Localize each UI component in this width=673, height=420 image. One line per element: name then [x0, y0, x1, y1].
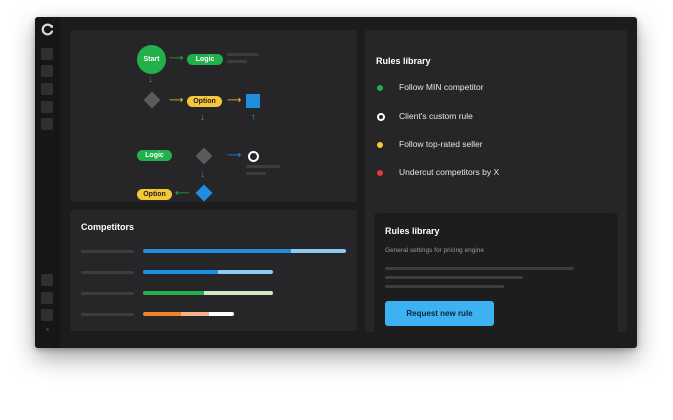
flow-decision-diamond[interactable]: [195, 147, 213, 165]
flow-decision-diamond-active[interactable]: [195, 184, 213, 202]
flow-arrow-right-icon: ⟶: [169, 53, 184, 64]
rule-flow-panel: Start ⟶ Logic ↓ ⟶ Option ⟶ ↓ ↑ Logic ⟶ ↓…: [70, 30, 357, 202]
sidebar-button-6[interactable]: [41, 274, 53, 286]
rules-library-panel: Rules library Follow MIN competitor Clie…: [365, 30, 627, 338]
flow-arrow-up-icon: ↑: [251, 112, 256, 123]
competitor-bar-segment: [143, 270, 219, 274]
flow-option-node-bottom[interactable]: Option: [137, 189, 172, 200]
competitor-price-bar: [143, 270, 273, 274]
rule-item-label: Undercut competitors by X: [399, 167, 500, 177]
rule-item-label: Follow MIN competitor: [399, 82, 484, 92]
flow-arrow-right-icon: ⟶: [169, 95, 184, 106]
competitor-bar-segment: [181, 312, 209, 316]
sidebar-indicator: [46, 328, 49, 331]
flow-placeholder-line: [227, 60, 247, 63]
white-ring-icon: [377, 113, 385, 121]
competitor-price-bar: [143, 249, 346, 253]
competitor-bar-segment: [291, 249, 346, 253]
flow-arrow-right-icon: ⟶: [227, 150, 242, 161]
rules-library-title: Rules library: [376, 56, 431, 66]
competitor-name-placeholder: [81, 292, 134, 295]
card-title: Rules library: [385, 226, 440, 236]
flow-arrow-left-icon: ⟵: [175, 188, 190, 199]
sidebar-button-8[interactable]: [41, 309, 53, 321]
flow-decision-diamond[interactable]: [143, 91, 161, 109]
flow-placeholder-line: [227, 53, 259, 56]
flow-action-square[interactable]: [246, 94, 260, 108]
app-window: Start ⟶ Logic ↓ ⟶ Option ⟶ ↓ ↑ Logic ⟶ ↓…: [35, 17, 637, 348]
rule-item-label: Follow top-rated seller: [399, 139, 483, 149]
competitor-price-bar: [143, 291, 273, 295]
competitor-bar-segment: [204, 291, 273, 295]
yellow-dot-icon: [377, 142, 383, 148]
flow-option-node-mid[interactable]: Option: [187, 96, 222, 107]
competitor-name-placeholder: [81, 313, 134, 316]
competitor-bar-segment: [143, 249, 292, 253]
flow-placeholder-line: [246, 172, 266, 175]
competitor-bar-segment: [143, 291, 205, 295]
sidebar-button-7[interactable]: [41, 292, 53, 304]
sidebar-rail: [35, 17, 60, 348]
flow-start-node[interactable]: Start: [137, 45, 166, 74]
rule-item-label: Client's custom rule: [399, 111, 473, 121]
rules-library-card: Rules library General settings for prici…: [374, 213, 618, 338]
competitor-name-placeholder: [81, 271, 134, 274]
flow-arrow-down-icon: ↓: [200, 112, 205, 123]
flow-arrow-down-icon: ↓: [200, 169, 205, 180]
competitor-bar-segment: [208, 312, 235, 316]
flow-logic-node-left[interactable]: Logic: [137, 150, 172, 161]
competitor-bar-segment: [143, 312, 182, 316]
competitor-name-placeholder: [81, 250, 134, 253]
sidebar-button-2[interactable]: [41, 65, 53, 77]
sidebar-button-5[interactable]: [41, 118, 53, 130]
competitor-bar-segment: [218, 270, 273, 274]
flow-end-ring[interactable]: [248, 151, 259, 162]
competitors-title: Competitors: [81, 222, 135, 232]
sidebar-button-4[interactable]: [41, 101, 53, 113]
flow-placeholder-line: [246, 165, 280, 168]
card-placeholder-line: [385, 276, 523, 279]
card-placeholder-line: [385, 267, 574, 270]
sidebar-button-1[interactable]: [41, 48, 53, 60]
card-placeholder-line: [385, 285, 504, 288]
red-dot-icon: [377, 170, 383, 176]
competitors-panel: Competitors: [70, 210, 357, 331]
competitor-price-bar: [143, 312, 235, 316]
card-subtitle: General settings for pricing engine: [385, 247, 485, 254]
green-dot-icon: [377, 85, 383, 91]
flow-logic-node-top[interactable]: Logic: [187, 54, 223, 65]
flow-arrow-right-icon: ⟶: [227, 95, 242, 106]
app-logo-icon[interactable]: [41, 23, 54, 36]
sidebar-button-3[interactable]: [41, 83, 53, 95]
request-new-rule-button[interactable]: Request new rule: [385, 301, 494, 326]
flow-arrow-down-icon: ↓: [148, 74, 153, 85]
